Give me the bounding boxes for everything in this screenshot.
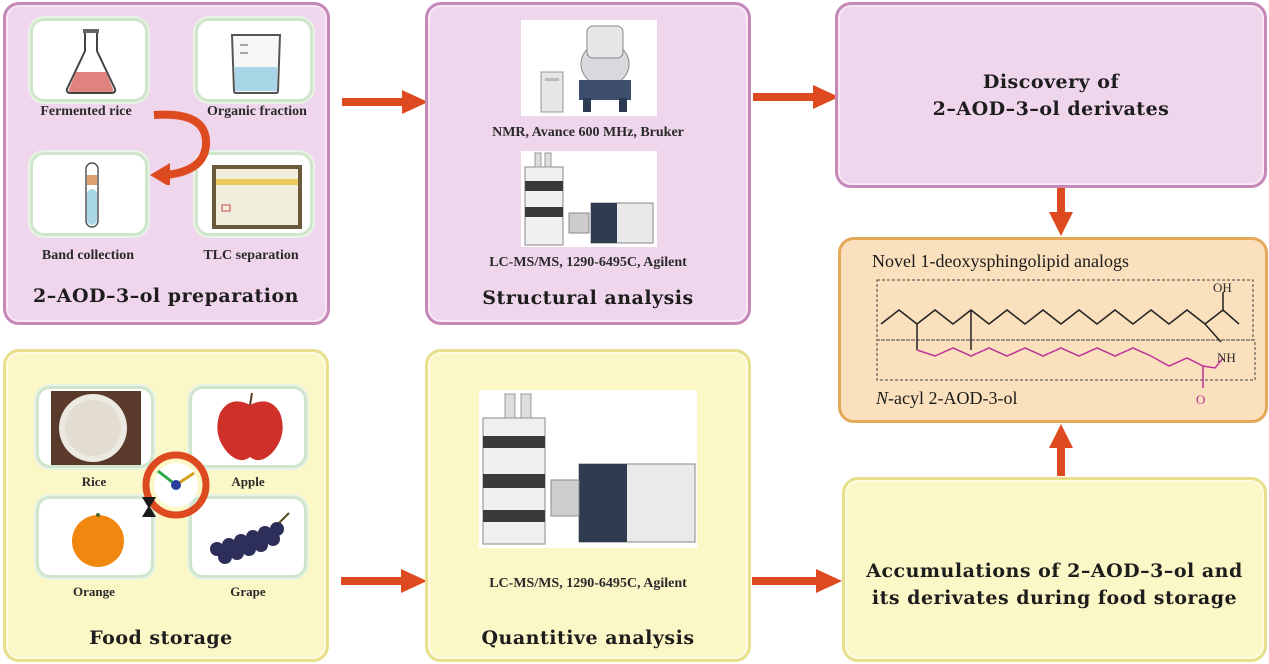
quant-lcms-icon — [482, 393, 696, 545]
nmr-label: NMR, Avance 600 MHz, Bruker — [492, 125, 684, 140]
acyl-label: N-acyl 2-AOD-3-ol — [876, 388, 1017, 409]
band-collection-label: Band collection — [41, 248, 135, 263]
structural-analysis-panel: NMR, Avance 600 MHz, Bruker LC-MS/MS, 12… — [425, 2, 751, 325]
arrow-quant-to-accum — [752, 569, 842, 593]
nmr-instrument-image — [521, 20, 657, 116]
discovery-line-2: 2–AOD–3–ol derivates — [932, 98, 1170, 120]
rice-tile — [36, 386, 154, 468]
tlc-plate-icon — [212, 165, 302, 229]
quantitive-analysis-panel: LC-MS/MS, 1290-6495C, Agilent Quantitive… — [425, 349, 751, 662]
oh-label: OH — [1213, 280, 1232, 295]
grape-label: Grape — [230, 584, 266, 599]
accumulations-panel: Accumulations of 2–AOD–3–ol and its deri… — [842, 477, 1267, 662]
organic-fraction-tile — [195, 18, 313, 102]
fermented-rice-tile — [30, 18, 148, 102]
apple-label: Apple — [231, 474, 265, 489]
organic-fraction-label: Organic fraction — [207, 104, 307, 119]
food-storage-panel: Rice Apple Orange Grape — [3, 349, 329, 662]
accumulations-line-1: Accumulations of 2–AOD–3–ol and — [866, 560, 1243, 582]
lcms-structural-label: LC-MS/MS, 1290-6495C, Agilent — [489, 255, 687, 270]
discovery-panel: Discovery of 2–AOD–3–ol derivates — [835, 2, 1267, 188]
preparation-panel: Fermented rice Organic fraction Band col… — [3, 2, 330, 325]
acyl-structure-diagram — [876, 279, 1256, 388]
rice-bowl-icon — [51, 391, 141, 465]
quantitive-analysis-title: Quantitive analysis — [481, 627, 695, 649]
acyl-label-rest: -acyl 2-AOD-3-ol — [888, 388, 1018, 408]
discovery-line-1: Discovery of — [982, 71, 1120, 93]
grape-tile — [189, 496, 307, 578]
accumulations-line-2: its derivates during food storage — [871, 587, 1238, 609]
lcms-quant-label: LC-MS/MS, 1290-6495C, Agilent — [489, 576, 687, 591]
tlc-separation-tile — [195, 152, 313, 236]
food-storage-title: Food storage — [89, 627, 233, 649]
rice-label: Rice — [81, 474, 107, 489]
clock-hourglass-icon — [142, 451, 210, 519]
orange-label: Orange — [73, 584, 115, 599]
cycle-arrow-icon — [150, 110, 211, 185]
flask-icon — [65, 29, 117, 94]
beaker-icon — [230, 34, 282, 94]
arrow-discovery-to-analogs — [1049, 188, 1073, 236]
apple-tile — [189, 386, 307, 468]
band-collection-tile — [30, 152, 148, 236]
lcms-instrument-icon — [524, 152, 654, 246]
acyl-label-italic-n: N — [876, 388, 889, 408]
arrow-structural-to-discovery — [753, 85, 839, 109]
nmr-magnet-icon — [540, 25, 631, 113]
analogs-title: Novel 1-deoxysphingolipid analogs — [872, 251, 1129, 271]
grape-icon — [210, 512, 290, 564]
orange-tile — [36, 496, 154, 578]
arrow-food-to-quant — [341, 569, 427, 593]
lcms-instrument-image — [521, 151, 657, 247]
apple-icon — [217, 392, 283, 461]
tlc-separation-label: TLC separation — [203, 248, 299, 263]
structural-analysis-title: Structural analysis — [482, 287, 694, 309]
quant-lcms-image — [479, 390, 697, 548]
test-tube-icon — [85, 162, 99, 228]
arrow-accum-to-analogs — [1049, 424, 1073, 476]
preparation-title: 2–AOD–3–ol preparation — [33, 285, 299, 307]
analogs-panel: Novel 1-deoxysphingolipid analogs OH NH … — [838, 237, 1268, 423]
orange-icon — [72, 513, 124, 567]
fermented-rice-label: Fermented rice — [40, 104, 132, 119]
nh-label: NH — [1217, 350, 1236, 365]
arrow-prep-to-structural — [342, 90, 428, 114]
o-label: O — [1196, 392, 1206, 407]
